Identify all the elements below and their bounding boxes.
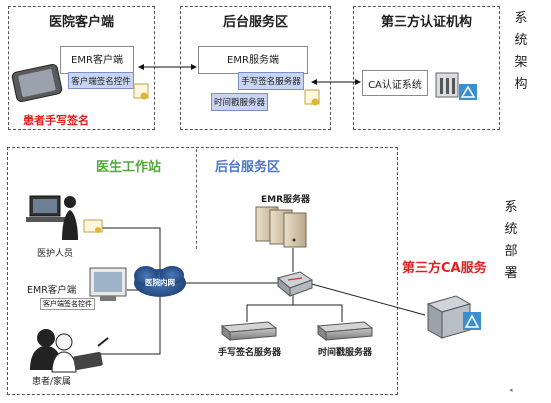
pen-tablet-icon: [73, 337, 109, 371]
side-label-char: 统: [514, 33, 528, 48]
sign-plugin-bottom-label: 客户端签名控件: [40, 298, 95, 310]
network-label: 医院内网: [145, 278, 175, 287]
ca-title: 第三方认证机构: [380, 15, 472, 30]
computer-icon: [26, 195, 78, 240]
ca-building-icon: [435, 72, 477, 100]
side-label-char: 署: [504, 266, 518, 281]
handwriting-server-node: 手写签名服务器: [238, 72, 304, 90]
timestamp-rack-server-icon: [316, 321, 374, 341]
network-switch-icon: [276, 271, 314, 298]
timestamp-server-node: 时间戳服务器: [211, 93, 268, 111]
side-label-char: 系: [504, 200, 518, 215]
backend-top-title: 后台服务区: [222, 15, 288, 30]
certificate-icon: [133, 83, 149, 100]
emr-client-bottom-label: EMR客户端: [27, 285, 77, 296]
certificate-icon: [304, 89, 320, 106]
patient-family-label: 患者/家属: [32, 377, 72, 387]
backend-area-title: 后台服务区: [215, 160, 281, 175]
corner-mark: ◂: [509, 386, 513, 394]
deployment-box: [7, 147, 398, 395]
hospital-network-cloud-icon: [134, 266, 186, 297]
handwriting-rack-server-icon: [220, 321, 278, 341]
deployment-divider: [196, 149, 197, 249]
medical-staff-label: 医护人员: [37, 249, 74, 259]
ca-box: [353, 6, 500, 130]
side-label-char: 构: [514, 77, 528, 92]
patient-family-icon: [30, 329, 77, 373]
side-label-char: 统: [504, 222, 518, 237]
monitor-icon: [89, 267, 127, 301]
timestamp-server-bottom-label: 时间戳服务器: [318, 348, 373, 358]
emr-server-node: EMR服务端: [198, 46, 308, 74]
side-label-char: 系: [514, 11, 528, 26]
side-label-char: 架: [514, 55, 528, 70]
certificate-icon: [83, 219, 103, 233]
sign-plugin-node: 客户端签名控件: [68, 72, 134, 89]
ca-system-node: CA认证系统: [362, 70, 428, 96]
doctor-area-title: 医生工作站: [96, 160, 162, 175]
emr-servers-label: EMR服务器: [261, 195, 311, 205]
patient-sign-label: 患者手写签名: [23, 114, 89, 127]
ca-service-label: 第三方CA服务: [402, 261, 487, 276]
side-label-char: 部: [504, 244, 518, 259]
system-deployment-label: 系 统 部 署: [504, 197, 518, 285]
system-architecture-label: 系 统 架 构: [514, 8, 528, 96]
handwriting-server-bottom-label: 手写签名服务器: [218, 348, 282, 358]
hospital-client-title: 医院客户端: [48, 15, 114, 30]
tablet-icon: [11, 63, 63, 103]
ca-service-building-icon: [426, 295, 481, 339]
emr-server-cluster-icon: [255, 206, 307, 248]
